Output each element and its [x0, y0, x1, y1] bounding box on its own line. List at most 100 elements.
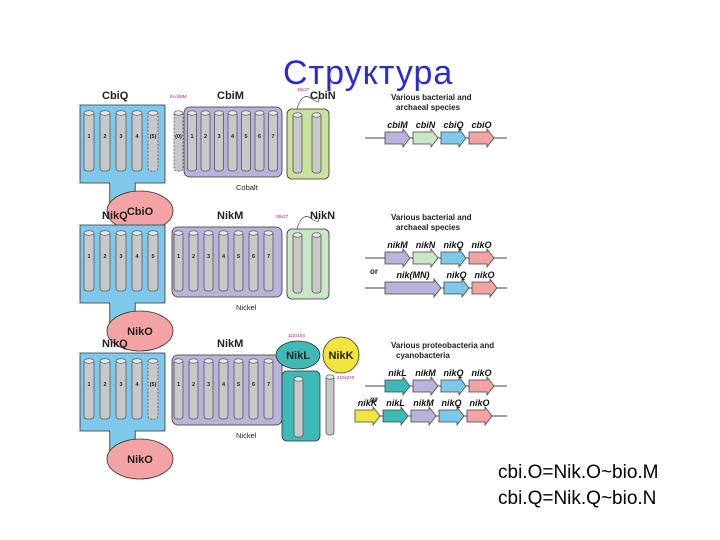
helix-body [173, 230, 184, 292]
gene-label: cbiQ [443, 120, 463, 130]
l-head [275, 340, 321, 370]
gene-arrow: nikK [354, 398, 381, 427]
helix-label: 3 [119, 382, 122, 388]
helix-top [203, 230, 214, 236]
helix [293, 376, 304, 438]
species-label-2: archaeal species [396, 223, 461, 232]
helix-label: 4 [135, 254, 139, 260]
helix-body [248, 358, 259, 420]
helix-label: 3 [207, 254, 210, 260]
helix: 7 [268, 110, 278, 172]
helix-top [293, 376, 304, 382]
helix: 4 [227, 110, 238, 172]
helix-body [83, 358, 95, 420]
gene-arrow-shape [468, 127, 495, 149]
o-label: NikO [127, 326, 153, 338]
helix: 2 [99, 358, 111, 420]
size-label: 38x37 [276, 214, 289, 219]
helix-body [263, 358, 274, 420]
helix-body [233, 230, 244, 292]
helix-top [263, 358, 274, 364]
gene-arrow: cbiQ [440, 120, 467, 149]
helix-top [147, 358, 159, 364]
helix: 4 [131, 358, 143, 420]
gene-arrow: nikL [382, 398, 409, 427]
helix-label: 6 [258, 134, 261, 140]
helix-top [268, 110, 278, 116]
gene-arrow: nikO [468, 240, 495, 269]
helix-body [131, 358, 143, 420]
gene-arrow-shape [384, 247, 411, 269]
helix-body [115, 230, 127, 292]
helix-label: 7 [271, 134, 274, 140]
helix: 3 [115, 110, 127, 172]
helix-label: 4 [231, 134, 235, 140]
gene-label: nikQ [443, 240, 463, 250]
gene-arrow: nikQ [443, 270, 470, 299]
helix-label: 6 [252, 382, 255, 388]
helix-body [218, 230, 229, 292]
helix-label: (5) [150, 134, 157, 140]
gene-label: nikK [358, 398, 379, 408]
l-label: NikL [286, 350, 310, 362]
n-loop [296, 96, 319, 110]
helix-body [200, 110, 211, 172]
helix-top [115, 230, 127, 236]
gene-label: nikM [415, 368, 436, 378]
helix-label: 2 [103, 134, 106, 140]
helix-body [227, 110, 238, 172]
species-label: Various proteobacteria and [391, 341, 494, 350]
helix-body [248, 230, 259, 292]
gene-label: nikQ [443, 368, 463, 378]
helix-top [83, 110, 95, 116]
gene-label: nikL [386, 398, 405, 408]
helix: 3 [115, 230, 127, 292]
helix: 6 [254, 110, 265, 172]
helix-label: 4 [135, 134, 139, 140]
helix-label: 7 [267, 254, 270, 260]
helix-body [147, 358, 159, 420]
gene-arrow-shape [471, 277, 498, 299]
helix-label: 1 [177, 254, 180, 260]
helix-label: 4 [135, 382, 139, 388]
helix-label: 4 [222, 382, 226, 388]
gene-label: nikQ [446, 270, 466, 280]
helix-top [188, 230, 199, 236]
gene-arrow: nikN [412, 240, 439, 269]
helix-top [233, 358, 244, 364]
gene-arrow-shape [410, 405, 437, 427]
helix-body [292, 112, 303, 174]
helix-top [99, 110, 111, 116]
helix-body [203, 230, 214, 292]
caption-line-2: cbi.Q=Nik.Q~bio.N [498, 488, 657, 509]
gene-arrow-shape [384, 127, 411, 149]
gene-arrow-shape [384, 277, 442, 299]
helix: 5 [147, 230, 159, 292]
helix-body [292, 232, 303, 294]
o-subunit [106, 310, 174, 352]
size-label: 38x37 [297, 87, 310, 92]
helix-body [188, 230, 199, 292]
helix-top [325, 374, 335, 380]
helix: 6 [248, 358, 259, 420]
helix: (5) [147, 358, 159, 420]
gene-arrow: nikM [412, 368, 439, 397]
helix-top [292, 112, 303, 118]
gene-arrow: nikO [466, 398, 493, 427]
helix-top [99, 230, 111, 236]
helix: 4 [131, 110, 143, 172]
n-label: CbiN [310, 90, 336, 102]
helix-body [83, 230, 95, 292]
helix-label: 4 [222, 254, 226, 260]
helix-top [203, 358, 214, 364]
helix-body [99, 230, 111, 292]
or-label: or [370, 267, 378, 276]
gene-label: nikO [474, 270, 494, 280]
gene-arrow-shape [468, 247, 495, 269]
helix-label: 1 [190, 134, 193, 140]
helix [311, 232, 322, 294]
helix-label: 3 [119, 134, 122, 140]
helix-top [188, 358, 199, 364]
